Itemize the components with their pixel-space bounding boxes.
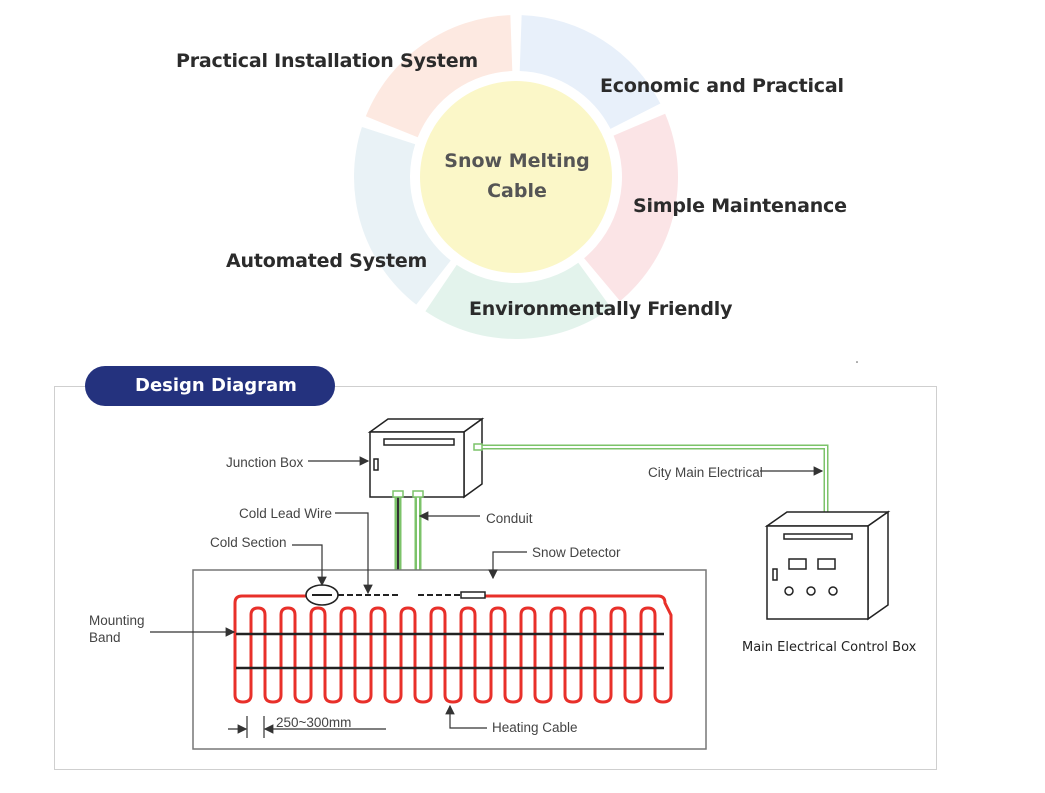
feature-installation: Practical Installation System bbox=[176, 50, 478, 72]
label-snow-detector: Snow Detector bbox=[532, 545, 621, 560]
wheel-segment-economic bbox=[519, 15, 661, 129]
diagram-title: Design Diagram bbox=[85, 366, 335, 406]
wheel-segment-environment bbox=[425, 262, 612, 339]
label-conduit: Conduit bbox=[486, 511, 533, 526]
wheel-ring bbox=[353, 15, 678, 339]
wheel-segment-installation bbox=[365, 15, 513, 138]
label-mounting-band: Mounting Band bbox=[89, 612, 145, 646]
label-city-main: City Main Electrical bbox=[648, 465, 763, 480]
wheel-segment-maintenance bbox=[584, 113, 678, 302]
stray-dot bbox=[856, 361, 858, 363]
control-box bbox=[764, 510, 891, 621]
junction-box bbox=[367, 417, 485, 499]
cold-lead-wire bbox=[338, 591, 486, 599]
diagram-frame bbox=[54, 386, 937, 770]
heating-cable bbox=[233, 594, 673, 704]
label-cold-lead: Cold Lead Wire bbox=[239, 506, 333, 521]
wheel-center-line-1: Snow Melting bbox=[444, 150, 590, 172]
label-spacing: 250~300mm bbox=[276, 715, 352, 730]
feature-environment: Environmentally Friendly bbox=[469, 298, 733, 320]
spacing-dimension bbox=[228, 716, 386, 738]
label-control-box: Main Electrical Control Box bbox=[742, 640, 917, 655]
wheel-center-circle bbox=[420, 81, 612, 273]
wheel-segment-automated bbox=[353, 126, 451, 305]
feature-maintenance: Simple Maintenance bbox=[633, 195, 847, 217]
label-mounting-band-line-1: Mounting bbox=[89, 613, 145, 628]
city-main-conduit bbox=[473, 443, 832, 522]
label-mounting-band-line-2: Band bbox=[89, 630, 121, 645]
mounting-bands bbox=[236, 632, 664, 670]
feature-automated: Automated System bbox=[226, 250, 428, 272]
conduit-pipes bbox=[392, 490, 424, 591]
feature-economic: Economic and Practical bbox=[600, 75, 844, 97]
label-heating-cable: Heating Cable bbox=[492, 720, 578, 735]
label-junction-box: Junction Box bbox=[226, 455, 304, 470]
wheel-center-label: Snow Melting Cable bbox=[422, 146, 612, 206]
leader-lines bbox=[150, 456, 824, 729]
label-cold-section: Cold Section bbox=[210, 535, 287, 550]
wheel-center-line-2: Cable bbox=[487, 180, 547, 202]
